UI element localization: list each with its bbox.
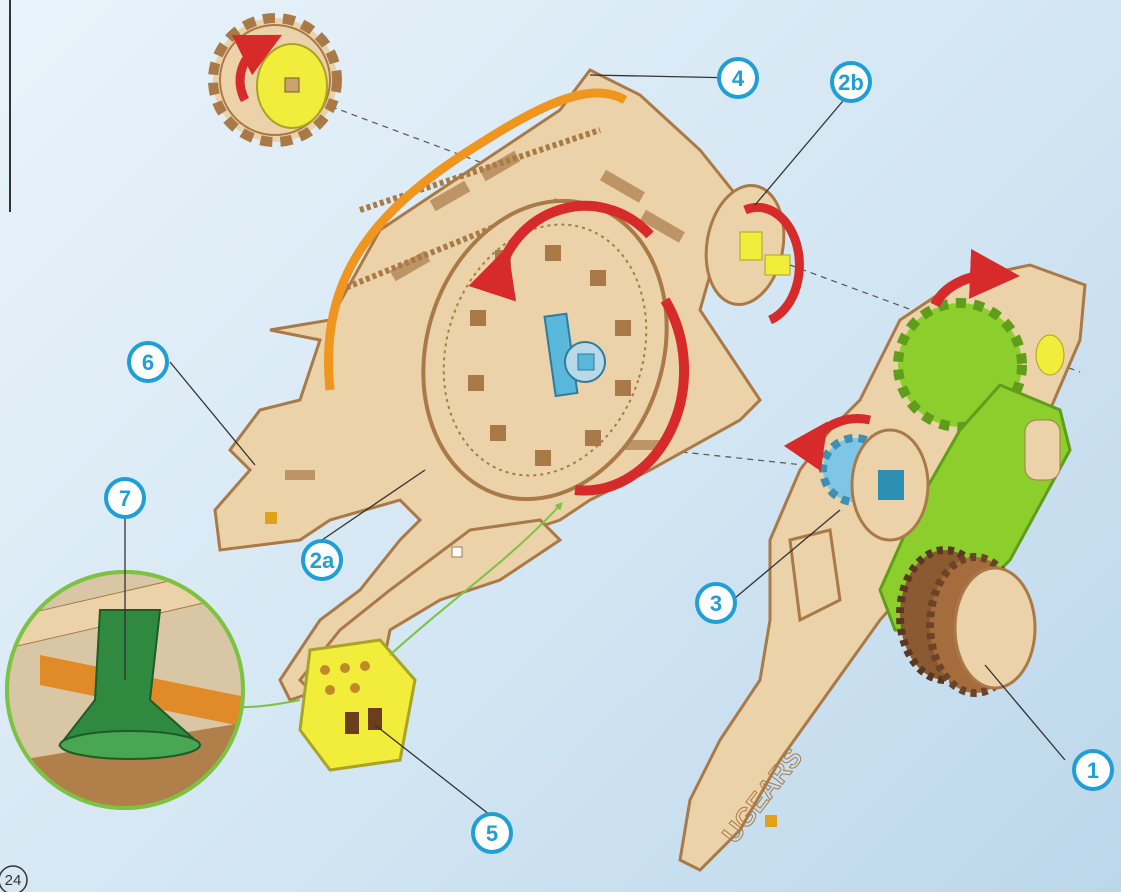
page-number: 24 — [0, 866, 27, 892]
callout-4: 4 — [719, 59, 757, 97]
svg-text:3: 3 — [710, 591, 722, 616]
svg-text:7: 7 — [119, 486, 131, 511]
callout-3: 3 — [697, 584, 735, 622]
callout-5: 5 — [473, 814, 511, 852]
callout-1: 1 — [1074, 751, 1112, 789]
svg-text:4: 4 — [732, 66, 745, 91]
svg-text:2b: 2b — [838, 70, 864, 95]
stacked-gears — [900, 550, 1035, 693]
svg-text:1: 1 — [1087, 758, 1099, 783]
small-gear-detail — [213, 18, 337, 142]
callout-7: 7 — [106, 479, 144, 517]
callout-2a: 2a — [303, 541, 341, 579]
svg-text:24: 24 — [5, 872, 22, 889]
svg-text:6: 6 — [142, 350, 154, 375]
svg-text:2a: 2a — [310, 548, 335, 573]
callout-6: 6 — [129, 343, 167, 381]
detail-magnifier — [0, 560, 260, 820]
callout-2b: 2b — [832, 63, 870, 101]
svg-text:5: 5 — [486, 821, 498, 846]
side-assembly: UGEARS — [680, 265, 1085, 870]
yellow-block — [300, 640, 415, 770]
